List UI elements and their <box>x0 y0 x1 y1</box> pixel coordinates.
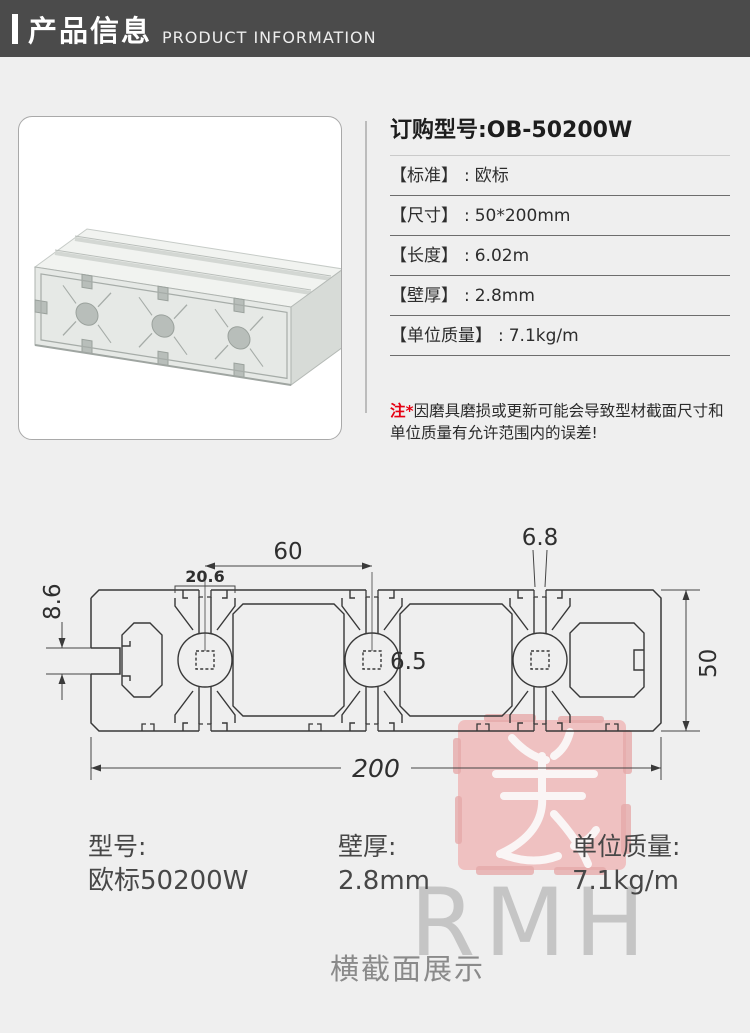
summary-model-label: 型号: <box>88 832 147 861</box>
dim-slot-6-8: 6.8 <box>522 525 559 551</box>
spec-label: 【壁厚】 <box>390 286 458 306</box>
vertical-divider <box>365 121 367 413</box>
calligraphy-seal-watermark <box>453 714 632 875</box>
product-image-frame <box>18 116 342 440</box>
product-3d-render <box>33 228 341 386</box>
dimension-lines <box>46 549 700 780</box>
summary-row: 型号: 欧标50200W 壁厚: 2.8mm 单位质量: 7.1kg/m <box>0 830 750 900</box>
page-subtitle: PRODUCT INFORMATION <box>162 28 377 47</box>
dim-width-200: 200 <box>352 754 400 783</box>
spec-colon: : <box>464 286 470 306</box>
summary-mass-value: 7.1kg/m <box>572 865 679 896</box>
header-accent-bar <box>12 13 18 44</box>
tolerance-note: 注*因磨具磨损或更新可能会导致型材截面尺寸和单位质量有允许范围内的误差! <box>390 400 728 445</box>
dim-side-8-6: 8.6 <box>40 583 66 620</box>
note-prefix: 注* <box>390 402 414 420</box>
spec-label: 【尺寸】 <box>390 206 458 226</box>
spec-value: 2.8mm <box>474 286 535 306</box>
spec-label: 【标准】 <box>390 166 458 186</box>
internal-chambers <box>121 603 645 717</box>
spec-row-length: 【长度】:6.02m <box>390 236 730 276</box>
brand-watermark: RMH <box>410 869 655 978</box>
note-body: 因磨具磨损或更新可能会导致型材截面尺寸和单位质量有允许范围内的误差! <box>390 402 724 443</box>
dim-height-50: 50 <box>696 649 722 678</box>
spec-colon: : <box>498 326 504 346</box>
top-face-grooves <box>54 237 332 295</box>
page-title: 产品信息 <box>28 13 153 48</box>
spec-value: 欧标 <box>474 166 509 186</box>
spec-colon: : <box>464 246 470 266</box>
summary-model: 型号: 欧标50200W <box>88 830 248 899</box>
spec-table: 【标准】:欧标 【尺寸】:50*200mm 【长度】:6.02m 【壁厚】:2.… <box>390 156 730 356</box>
dim-bore-6-5: 6.5 <box>390 649 427 675</box>
dim-pitch-60: 60 <box>273 539 302 565</box>
spec-label: 【长度】 <box>390 246 458 266</box>
spec-row-thickness: 【壁厚】:2.8mm <box>390 276 730 316</box>
order-model-title: 订购型号:OB-50200W <box>390 118 633 143</box>
summary-thickness: 壁厚: 2.8mm <box>338 830 430 899</box>
spec-label: 【单位质量】 <box>390 326 492 346</box>
spec-colon: : <box>464 166 470 186</box>
spec-colon: : <box>464 206 470 226</box>
dim-cavity-20-6: 20.6 <box>185 567 224 586</box>
summary-model-value: 欧标50200W <box>88 865 249 896</box>
spec-row-size: 【尺寸】:50*200mm <box>390 196 730 236</box>
dimension-arrowheads <box>58 562 690 772</box>
section-details <box>34 273 288 380</box>
spec-value: 6.02m <box>474 246 530 266</box>
spec-value: 50*200mm <box>474 206 571 226</box>
summary-thickness-value: 2.8mm <box>338 865 431 896</box>
spec-row-mass: 【单位质量】:7.1kg/m <box>390 316 730 356</box>
title-separator <box>390 155 730 156</box>
summary-mass-label: 单位质量: <box>572 832 681 861</box>
top-face-groove-edges <box>54 235 332 291</box>
page-header: 产品信息 PRODUCT INFORMATION <box>0 0 750 57</box>
section-bottom-edge <box>34 344 292 386</box>
summary-thickness-label: 壁厚: <box>338 832 397 861</box>
profile-outline <box>90 589 662 732</box>
cross-section-drawing: 60 20.6 6.8 8.6 6.5 50 200 <box>40 525 722 783</box>
spec-value: 7.1kg/m <box>508 326 579 346</box>
cross-section-caption: 横截面展示 <box>330 952 486 986</box>
summary-mass: 单位质量: 7.1kg/m <box>572 830 680 899</box>
core-column-3 <box>509 589 571 732</box>
spec-row-standard: 【标准】:欧标 <box>390 156 730 196</box>
